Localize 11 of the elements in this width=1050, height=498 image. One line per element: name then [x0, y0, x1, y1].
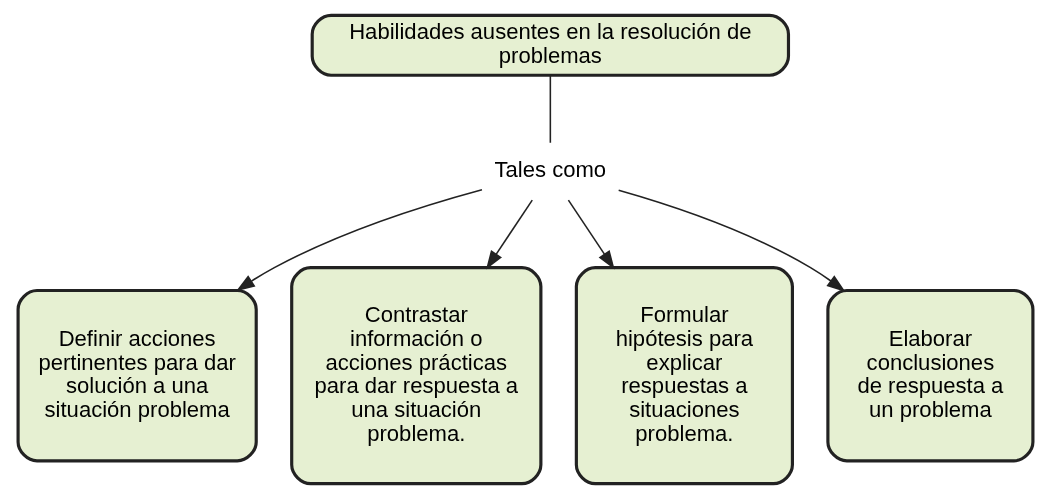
arrow: [485, 198, 533, 269]
node-box: Definir acciones pertinentes para dar solución a una situación problema: [16, 288, 258, 462]
arrow: [567, 198, 615, 269]
node-box: Elaborar conclusiones de respuesta a un problema: [825, 288, 1034, 462]
arrow: [235, 188, 483, 291]
connector: [549, 74, 551, 144]
node-text: Tales como: [494, 156, 606, 182]
node-box: Formular hipótesis para explicar respuestas a situaciones problema.: [574, 265, 794, 485]
node-box: Contrastar información o acciones prácticas para dar respuesta a una situación problema.: [289, 265, 542, 485]
arrow: [617, 188, 846, 292]
node-box: Habilidades ausentes en la resolución de problemas: [310, 13, 790, 77]
